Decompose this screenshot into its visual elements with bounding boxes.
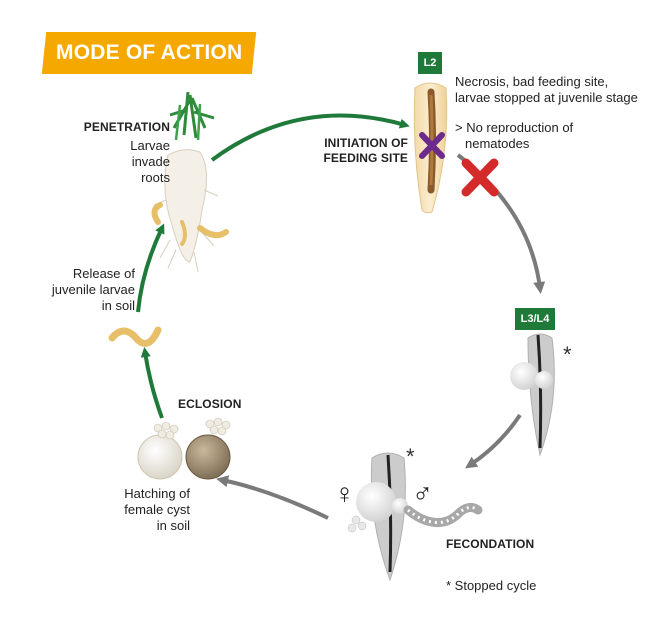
- male-nematode-icon: [403, 502, 483, 527]
- label-no-reproduction: > No reproduction of nematodes: [455, 120, 574, 151]
- nematode-l3l4-icon: [510, 333, 555, 457]
- female-symbol-icon: ♀: [334, 478, 355, 509]
- arrow-fecondation-to-hatching: [216, 475, 329, 520]
- arrow-release-to-penetration: [136, 223, 165, 313]
- label-penetration: PENETRATION: [83, 120, 170, 134]
- stage-badge-l3l4: L3/L4: [515, 308, 555, 330]
- label-release: Release of juvenile larvae in soil: [51, 266, 135, 313]
- asterisk-l3l4: *: [563, 342, 572, 367]
- male-symbol-icon: ♂: [412, 478, 433, 509]
- carrot-root-icon: [151, 91, 229, 273]
- arrow-initiation-to-l3l4: [456, 153, 546, 294]
- female-nematode-icon: [347, 452, 408, 582]
- purple-cross-icon: [419, 132, 445, 159]
- label-necrosis: Necrosis, bad feeding site, larvae stopp…: [455, 74, 638, 105]
- asterisk-fecondation: *: [406, 444, 415, 469]
- label-larvae-invade: Larvae invade roots: [130, 138, 170, 185]
- red-cross-icon: [461, 158, 499, 197]
- larva-icon: [108, 326, 162, 347]
- label-eclosion: ECLOSION: [178, 397, 242, 411]
- label-initiation-feeding-site: INITIATION OF FEEDING SITE: [323, 136, 408, 165]
- label-fecondation: FECONDATION: [446, 537, 535, 551]
- label-hatching: Hatching of female cyst in soil: [124, 486, 190, 533]
- arrow-eclosion-to-release: [140, 347, 164, 419]
- arrow-penetration-to-initiation: [210, 113, 410, 162]
- cyst-icon: [137, 417, 231, 480]
- arrow-l3l4-to-fecondation: [465, 413, 522, 469]
- stage-badge-l2: L2: [418, 52, 442, 74]
- label-stopped-cycle: * Stopped cycle: [446, 578, 537, 593]
